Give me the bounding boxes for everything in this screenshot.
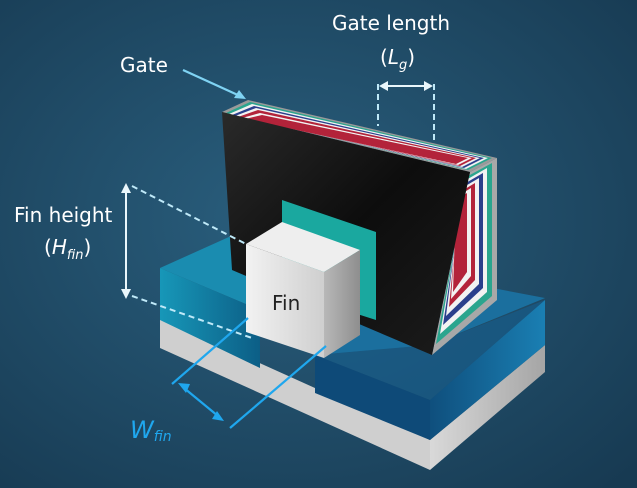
gate-length-sub: g xyxy=(399,58,407,73)
fin-width-W: W xyxy=(130,416,155,444)
fin-width-sub: fin xyxy=(154,429,172,445)
fin-height-symbol: (Hfin) xyxy=(44,235,91,263)
gate-arrow xyxy=(182,68,246,99)
gate-length-label: Gate length xyxy=(332,11,450,35)
gate-stack xyxy=(222,100,497,355)
substrate xyxy=(160,318,545,470)
gate-label: Gate xyxy=(120,53,168,77)
gate-length-L: L xyxy=(388,45,399,69)
fin-height-H: H xyxy=(52,235,67,259)
fin-label: Fin xyxy=(272,291,300,315)
fin-height-sub: fin xyxy=(67,248,84,263)
fin-width-symbol: Wfin xyxy=(130,416,172,445)
gate-length-dimension xyxy=(377,81,435,140)
fin-height-label: Fin height xyxy=(14,203,113,227)
fin-width-dimension xyxy=(171,317,327,429)
fin xyxy=(246,222,360,358)
gate-length-symbol: (Lg) xyxy=(380,45,415,73)
